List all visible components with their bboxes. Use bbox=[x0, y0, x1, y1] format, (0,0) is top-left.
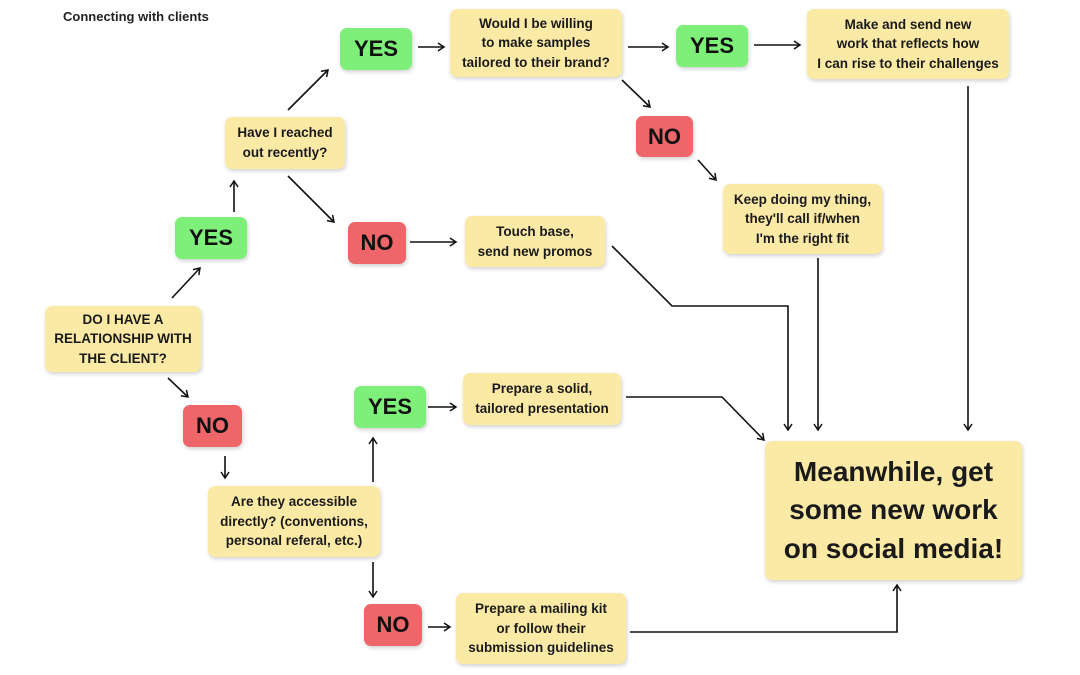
node-accessible-question: Are they accessible directly? (conventio… bbox=[208, 486, 380, 557]
node-samples-question: Would I be willing to make samples tailo… bbox=[450, 9, 622, 77]
no-badge-samples: NO bbox=[636, 116, 693, 157]
node-relationship-question: DO I HAVE A RELATIONSHIP WITH THE CLIENT… bbox=[45, 306, 201, 372]
arrow-presentation-to-meanwhile bbox=[626, 396, 765, 441]
node-reached-out-question: Have I reached out recently? bbox=[225, 117, 345, 169]
no-badge-relationship: NO bbox=[183, 405, 242, 447]
arrow-mailing-kit-to-meanwhile bbox=[630, 583, 902, 633]
no-badge-accessible: NO bbox=[364, 604, 422, 646]
diagram-title: Connecting with clients bbox=[63, 9, 209, 24]
arrow-reached-to-no bbox=[287, 175, 335, 223]
arrow-relationship-to-yes bbox=[171, 267, 201, 299]
yes-badge-reached: YES bbox=[340, 28, 412, 70]
no-badge-reached: NO bbox=[348, 222, 406, 264]
yes-badge-samples: YES bbox=[676, 25, 748, 67]
node-touch-base-outcome: Touch base, send new promos bbox=[465, 216, 605, 267]
arrow-touch-base-to-meanwhile bbox=[611, 245, 793, 432]
arrow-reached-to-yes bbox=[287, 69, 329, 111]
arrow-samples-to-no bbox=[621, 79, 651, 108]
node-mailing-kit-outcome: Prepare a mailing kit or follow their su… bbox=[456, 593, 626, 664]
yes-badge-relationship: YES bbox=[175, 217, 247, 259]
yes-badge-accessible: YES bbox=[354, 386, 426, 428]
node-presentation-outcome: Prepare a solid, tailored presentation bbox=[463, 373, 621, 425]
arrow-relationship-to-no bbox=[167, 377, 189, 398]
node-keep-doing-outcome: Keep doing my thing, they'll call if/whe… bbox=[723, 184, 882, 254]
node-new-work-outcome: Make and send new work that reflects how… bbox=[807, 9, 1009, 79]
node-meanwhile-outcome: Meanwhile, get some new work on social m… bbox=[765, 441, 1022, 580]
arrow-no-to-keep-doing bbox=[697, 159, 717, 182]
